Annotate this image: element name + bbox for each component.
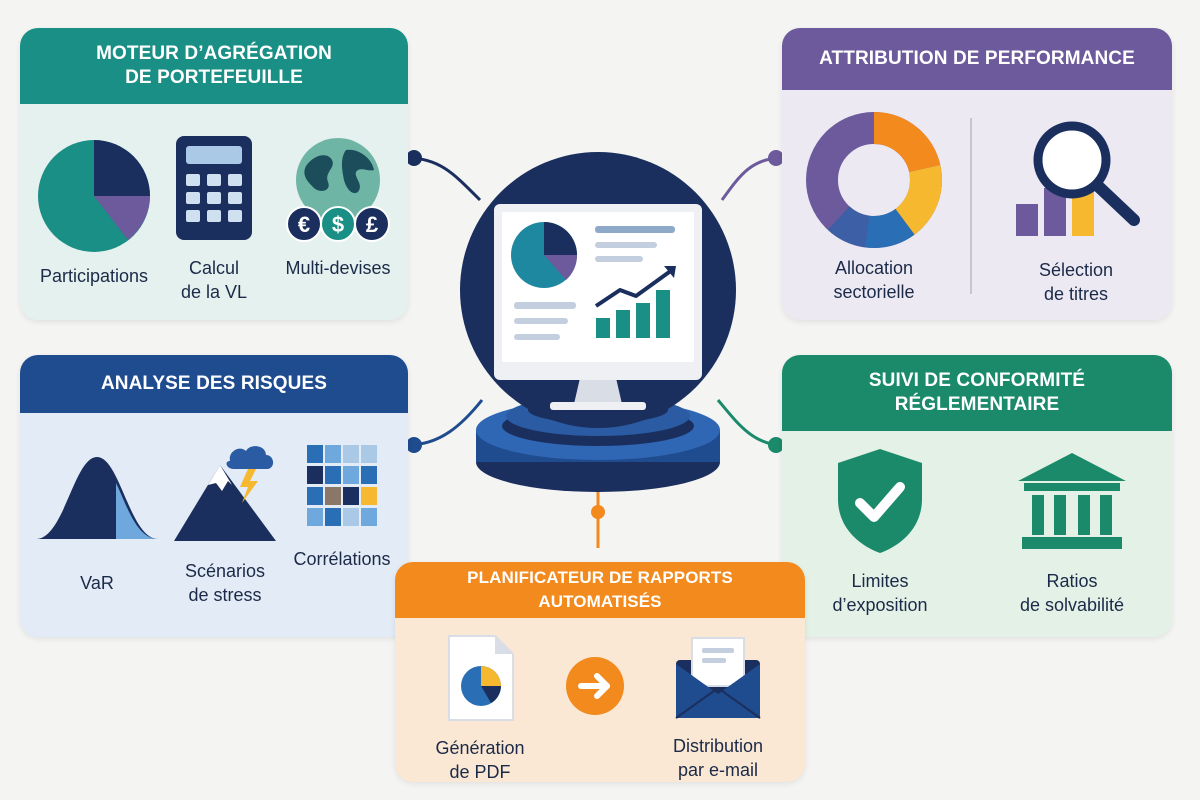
item-distribution-label-1: Distribution xyxy=(672,736,764,756)
item-limites-label-2: d’exposition xyxy=(832,595,928,615)
risk-title: ANALYSE DES RISQUES xyxy=(100,373,328,394)
item-scenarios-stress: Scénarios de stress xyxy=(170,441,280,607)
item-calcul-vl-label-2: de la VL xyxy=(180,282,248,302)
connector-dot-compliance xyxy=(768,437,784,453)
attribution-divider xyxy=(970,118,972,294)
item-generation-pdf: Génération de PDF xyxy=(425,634,535,782)
connector-dot-risk xyxy=(406,437,422,453)
pound-symbol: £ xyxy=(366,212,379,237)
magnifier-bars-icon xyxy=(1016,121,1140,236)
item-selection-label-1: Sélection xyxy=(1038,260,1114,280)
item-var: VaR xyxy=(32,453,162,595)
risk-panel: ANALYSE DES RISQUES VaR Scénarios de str… xyxy=(20,355,408,637)
item-participations-label: Participations xyxy=(39,266,149,286)
compliance-title-line1: SUIVI DE CONFORMITÉ xyxy=(868,370,1086,391)
aggregation-title-line2: DE PORTEFEUILLE xyxy=(125,67,303,88)
calculator-icon xyxy=(176,136,252,240)
hub-dashboard-monitor-icon xyxy=(460,152,736,492)
reports-panel: PLANIFICATEUR DE RAPPORTS AUTOMATISÉS Gé… xyxy=(395,562,805,782)
attribution-panel: ATTRIBUTION DE PERFORMANCE Allocation se… xyxy=(782,28,1172,320)
compliance-title-line2: RÉGLEMENTAIRE xyxy=(894,394,1060,415)
reports-title: PLANIFICATEUR DE RAPPORTS AUTOMATISÉS xyxy=(467,568,733,611)
mountain-storm-icon xyxy=(174,446,276,541)
item-scenarios-label-1: Scénarios xyxy=(184,561,266,581)
attribution-panel-header: ATTRIBUTION DE PERFORMANCE xyxy=(782,28,1172,90)
item-selection-label-2: de titres xyxy=(1043,284,1109,304)
item-var-label: VaR xyxy=(80,573,114,593)
compliance-panel: SUIVI DE CONFORMITÉ RÉGLEMENTAIRE Limite… xyxy=(782,355,1172,637)
item-multi-devises-label: Multi-devises xyxy=(285,258,391,278)
item-generation-label-1: Génération xyxy=(435,738,525,758)
item-allocation-sectorielle: Allocation sectorielle xyxy=(804,112,944,304)
item-allocation-label-2: sectorielle xyxy=(833,282,915,302)
item-correlations-label: Corrélations xyxy=(293,549,391,569)
item-allocation-label-1: Allocation xyxy=(834,258,914,278)
item-scenarios-label-2: de stress xyxy=(188,585,262,605)
connector-dot-attribution xyxy=(768,150,784,166)
item-calcul-vl-label-1: Calcul xyxy=(188,258,240,278)
item-selection-titres: Sélection de titres xyxy=(996,116,1156,306)
arrow-right-icon xyxy=(566,657,624,715)
aggregation-title-line1: MOTEUR D’AGRÉGATION xyxy=(96,43,332,64)
attribution-title: ATTRIBUTION DE PERFORMANCE xyxy=(819,48,1135,69)
item-participations: Participations xyxy=(34,138,154,288)
item-distribution-label-2: par e-mail xyxy=(677,760,758,780)
item-generation-label-2: de PDF xyxy=(449,762,511,782)
pie-chart-icon xyxy=(38,140,150,252)
connector-dot-aggregation xyxy=(406,150,422,166)
item-limites-label-1: Limites xyxy=(851,571,909,591)
item-limites-exposition: Limites d’exposition xyxy=(810,447,950,617)
euro-symbol: € xyxy=(298,212,310,237)
item-distribution-email: Distribution par e-mail xyxy=(653,632,783,782)
item-correlations: Corrélations xyxy=(292,443,392,571)
envelope-icon xyxy=(675,637,761,719)
bank-icon xyxy=(1018,453,1126,549)
compliance-panel-header: SUIVI DE CONFORMITÉ RÉGLEMENTAIRE xyxy=(782,355,1172,431)
pdf-document-icon xyxy=(448,635,514,721)
dollar-symbol: $ xyxy=(332,212,344,237)
donut-chart-icon xyxy=(806,112,942,248)
reports-panel-header: PLANIFICATEUR DE RAPPORTS AUTOMATISÉS xyxy=(395,562,805,618)
aggregation-panel: MOTEUR D’AGRÉGATION DE PORTEFEUILLE Part… xyxy=(20,28,408,320)
bell-curve-icon xyxy=(36,457,158,539)
item-multi-devises: € $ £ Multi-devises xyxy=(278,136,398,280)
risk-panel-header: ANALYSE DES RISQUES xyxy=(20,355,408,413)
item-calcul-vl: Calcul de la VL xyxy=(164,134,264,304)
item-ratios-solvabilite: Ratios de solvabilité xyxy=(992,451,1152,617)
heatmap-grid-icon xyxy=(307,445,377,526)
globe-currency-icon: € $ £ xyxy=(286,138,390,242)
item-ratios-label-1: Ratios xyxy=(1046,571,1098,591)
connector-dot-reports xyxy=(591,505,605,519)
shield-check-icon xyxy=(838,449,922,553)
aggregation-panel-header: MOTEUR D’AGRÉGATION DE PORTEFEUILLE xyxy=(20,28,408,104)
item-arrow xyxy=(563,656,627,716)
item-ratios-label-2: de solvabilité xyxy=(1019,595,1125,615)
